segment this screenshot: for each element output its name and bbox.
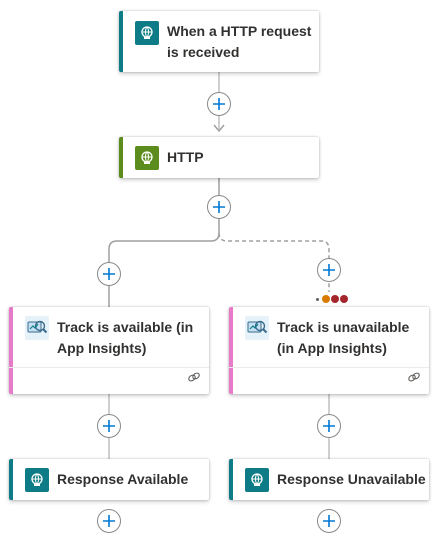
card-accent — [119, 137, 123, 178]
plus-icon — [213, 201, 225, 213]
card-accent — [9, 459, 13, 500]
card-footer — [9, 367, 209, 394]
plus-icon — [213, 98, 225, 110]
add-step-button-right-branch[interactable] — [317, 258, 341, 282]
plus-icon — [103, 268, 115, 280]
run-after-marker — [316, 297, 319, 301]
card-accent — [119, 11, 123, 72]
add-step-button[interactable] — [207, 92, 231, 116]
add-step-button-end-left[interactable] — [97, 509, 121, 533]
plus-icon — [323, 515, 335, 527]
response-unavailable-title: Response Unavailable — [277, 471, 426, 487]
app-insights-icon — [25, 316, 49, 340]
connector-branch-left — [108, 232, 220, 307]
card-accent — [229, 459, 233, 500]
response-unavailable-card[interactable]: Response Unavailable — [229, 459, 429, 500]
http-card[interactable]: HTTP — [119, 137, 319, 178]
app-insights-icon — [245, 316, 269, 340]
plus-icon — [103, 515, 115, 527]
link-icon — [187, 370, 201, 389]
http-title: HTTP — [167, 149, 204, 165]
failed-dot — [331, 295, 339, 303]
http-request-icon — [135, 21, 159, 45]
card-accent — [9, 307, 13, 394]
track-unavailable-title: Track is unavailable (in App Insights) — [277, 319, 410, 356]
add-step-button-left[interactable] — [97, 414, 121, 438]
trigger-card[interactable]: When a HTTP request is received — [119, 11, 319, 72]
add-step-button-right[interactable] — [317, 414, 341, 438]
card-accent — [229, 307, 233, 394]
http-icon — [135, 146, 159, 170]
plus-icon — [323, 264, 335, 276]
response-icon — [25, 468, 49, 492]
add-step-button-end-right[interactable] — [317, 509, 341, 533]
card-footer — [229, 367, 429, 394]
trigger-title: When a HTTP request is received — [167, 23, 312, 60]
add-step-button-left-branch[interactable] — [97, 262, 121, 286]
link-icon — [407, 370, 421, 389]
skipped-dot — [340, 295, 348, 303]
connector-branch-right — [218, 232, 330, 292]
timed-out-dot — [322, 295, 330, 303]
run-after-status-dots[interactable] — [316, 295, 348, 303]
response-icon — [245, 468, 269, 492]
track-unavailable-card[interactable]: Track is unavailable (in App Insights) — [229, 307, 429, 394]
plus-icon — [323, 420, 335, 432]
plus-icon — [103, 420, 115, 432]
track-available-card[interactable]: Track is available (in App Insights) — [9, 307, 209, 394]
add-step-button[interactable] — [207, 195, 231, 219]
response-available-card[interactable]: Response Available — [9, 459, 209, 500]
connector-arrow — [213, 124, 225, 133]
response-available-title: Response Available — [57, 471, 189, 487]
track-available-title: Track is available (in App Insights) — [57, 319, 194, 356]
